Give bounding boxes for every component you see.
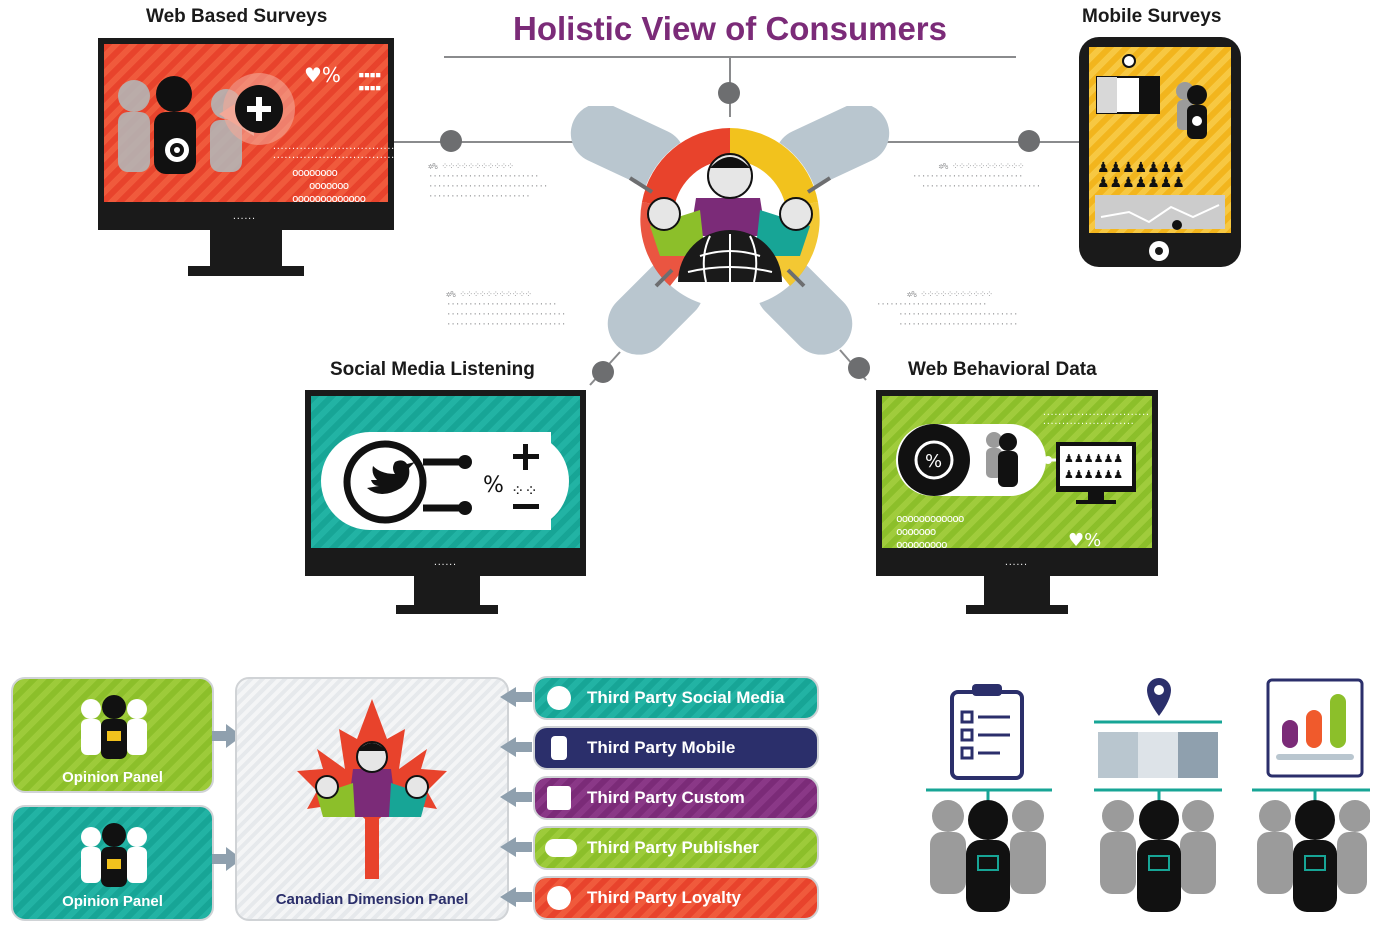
mobile-screen-graphics: ♟♟♟♟♟♟♟ ♟♟♟♟♟♟♟ — [1095, 54, 1225, 230]
maple-leaf-icon — [297, 699, 447, 879]
canadian-panel: Canadian Dimension Panel — [235, 677, 509, 921]
mobile-screen: ♟♟♟♟♟♟♟ ♟♟♟♟♟♟♟ — [1089, 47, 1231, 233]
social-media-screen: % ⁘⁘ — [311, 396, 580, 548]
arrow-left-head — [500, 787, 516, 807]
arrow-left-head — [500, 737, 516, 757]
svg-text:♟♟♟♟♟♟: ♟♟♟♟♟♟ — [1064, 468, 1123, 481]
third-party-label: Third Party Custom — [587, 788, 745, 807]
panel-people-icon — [81, 823, 147, 887]
decor-dots: ········································… — [1042, 410, 1150, 428]
third-party-social-media: Third Party Social Media — [533, 676, 819, 720]
opinion-panel-green: Opinion Panel — [11, 677, 214, 793]
people-group-icon — [1100, 800, 1216, 912]
connector-node-top — [718, 82, 740, 104]
panel-people-icon — [81, 695, 147, 759]
web-surveys-screen: ♥% ▪▪▪▪▪▪▪▪ ····························… — [104, 44, 426, 205]
third-party-loyalty: Third Party Loyalty — [533, 876, 819, 920]
arrow-left-head — [500, 687, 516, 707]
decor-dots: ▪▪▪▪▪▪▪▪ — [358, 68, 381, 94]
arrow-right — [212, 854, 226, 864]
third-party-mobile: Third Party Mobile — [533, 726, 819, 770]
svg-text:♥%: ♥% — [304, 63, 341, 87]
gamepad-icon — [545, 839, 577, 857]
web-behavioral-stand — [984, 576, 1050, 606]
twitter-icon — [367, 460, 415, 494]
arrow-left — [514, 842, 532, 852]
people-group-icon — [1257, 800, 1370, 912]
connector-node — [1018, 130, 1040, 152]
connector-web-surveys — [394, 141, 594, 143]
panel-groups-illustration — [926, 678, 1370, 912]
third-party-label: Third Party Loyalty — [587, 888, 741, 907]
opinion-panel-label: Opinion Panel — [62, 769, 163, 786]
survey-people-icon: ♥% — [118, 63, 341, 174]
decor-caption: ✲% ⁘⁘⁘⁘⁘⁘⁘⁘⁘⁘⁘··························… — [428, 162, 548, 202]
twitter-icon — [547, 686, 571, 710]
arrow-left — [514, 692, 532, 702]
decor-caption: ✲% ⁘⁘⁘⁘⁘⁘⁘⁘⁘⁘⁘························· … — [912, 162, 1041, 192]
arrow-left-head — [500, 887, 516, 907]
web-surveys-monitor: ♥% ▪▪▪▪▪▪▪▪ ····························… — [98, 38, 426, 230]
third-party-label: Third Party Publisher — [587, 838, 759, 857]
arrow-left — [514, 892, 532, 902]
svg-text:♟♟♟♟♟♟♟: ♟♟♟♟♟♟♟ — [1097, 160, 1185, 176]
connector-mobile-surveys — [880, 141, 1079, 143]
central-hub — [570, 106, 890, 355]
svg-text:%: % — [483, 473, 504, 498]
web-surveys-heading: Web Based Surveys — [146, 6, 328, 27]
location-pin-icon — [1147, 678, 1171, 716]
arrow-left-head — [500, 837, 516, 857]
svg-text:♥%: ♥% — [1068, 530, 1101, 548]
mobile-surveys-heading: Mobile Surveys — [1082, 6, 1222, 27]
svg-text:⁘⁘: ⁘⁘ — [511, 481, 538, 500]
behavioral-screen-graphics: % ♟♟♟♟♟♟ ♟♟♟♟♟♟ ♥% — [896, 424, 1136, 551]
svg-text:♟♟♟♟♟♟: ♟♟♟♟♟♟ — [1064, 452, 1123, 465]
home-button-inner — [1155, 247, 1163, 255]
arrow-left — [514, 742, 532, 752]
web-behavioral-heading: Web Behavioral Data — [908, 359, 1097, 380]
web-behavioral-screen: % ♟♟♟♟♟♟ ♟♟♟♟♟♟ ♥% ·····················… — [882, 396, 1152, 551]
bar-chart-icon — [1266, 678, 1364, 778]
svg-text:♟♟♟♟♟♟♟: ♟♟♟♟♟♟♟ — [1097, 175, 1185, 191]
decor-dots: ········································… — [272, 144, 426, 162]
web-behavioral-monitor: % ♟♟♟♟♟♟ ♟♟♟♟♟♟ ♥% ·····················… — [876, 390, 1158, 576]
social-media-monitor: % ⁘⁘ ······ — [305, 390, 586, 576]
monitor-led: ······ — [232, 214, 256, 223]
puzzle-icon — [547, 786, 571, 810]
decor-caption: ✲% ⁘⁘⁘⁘⁘⁘⁘⁘⁘⁘⁘························· … — [876, 290, 1018, 330]
people-group-icon — [930, 800, 1046, 912]
canadian-panel-label: Canadian Dimension Panel — [275, 891, 469, 908]
social-screen-graphics: % ⁘⁘ — [321, 432, 569, 530]
connector-node — [848, 357, 870, 379]
connector-node — [440, 130, 462, 152]
opinion-panel-teal: Opinion Panel — [11, 805, 214, 921]
third-party-publisher: Third Party Publisher — [533, 826, 819, 870]
opinion-panel-label: Opinion Panel — [62, 893, 163, 910]
ribbon-icon — [547, 886, 571, 910]
third-party-custom: Third Party Custom — [533, 776, 819, 820]
arrow-right — [212, 731, 226, 741]
arrow-left — [514, 792, 532, 802]
connector-node — [592, 361, 614, 383]
social-media-base — [396, 605, 498, 614]
web-surveys-base — [188, 266, 304, 276]
monitor-led: ······ — [1004, 560, 1028, 569]
page-title: Holistic View of Consumers — [513, 10, 947, 47]
monitor-led: ······ — [433, 560, 457, 569]
third-party-label: Third Party Social Media — [587, 688, 785, 707]
web-behavioral-base — [966, 605, 1068, 614]
lower-connectors — [589, 349, 867, 386]
mobile-device: ♟♟♟♟♟♟♟ ♟♟♟♟♟♟♟ — [1079, 37, 1241, 267]
svg-text:%: % — [925, 451, 942, 472]
social-media-heading: Social Media Listening — [330, 359, 535, 380]
third-party-label: Third Party Mobile — [587, 738, 736, 757]
social-media-stand — [414, 576, 480, 606]
web-surveys-stand — [210, 230, 282, 266]
decor-caption: ✲% ⁘⁘⁘⁘⁘⁘⁘⁘⁘⁘⁘··························… — [446, 290, 566, 330]
clipboard-icon — [950, 684, 1024, 780]
phone-icon — [551, 736, 567, 760]
